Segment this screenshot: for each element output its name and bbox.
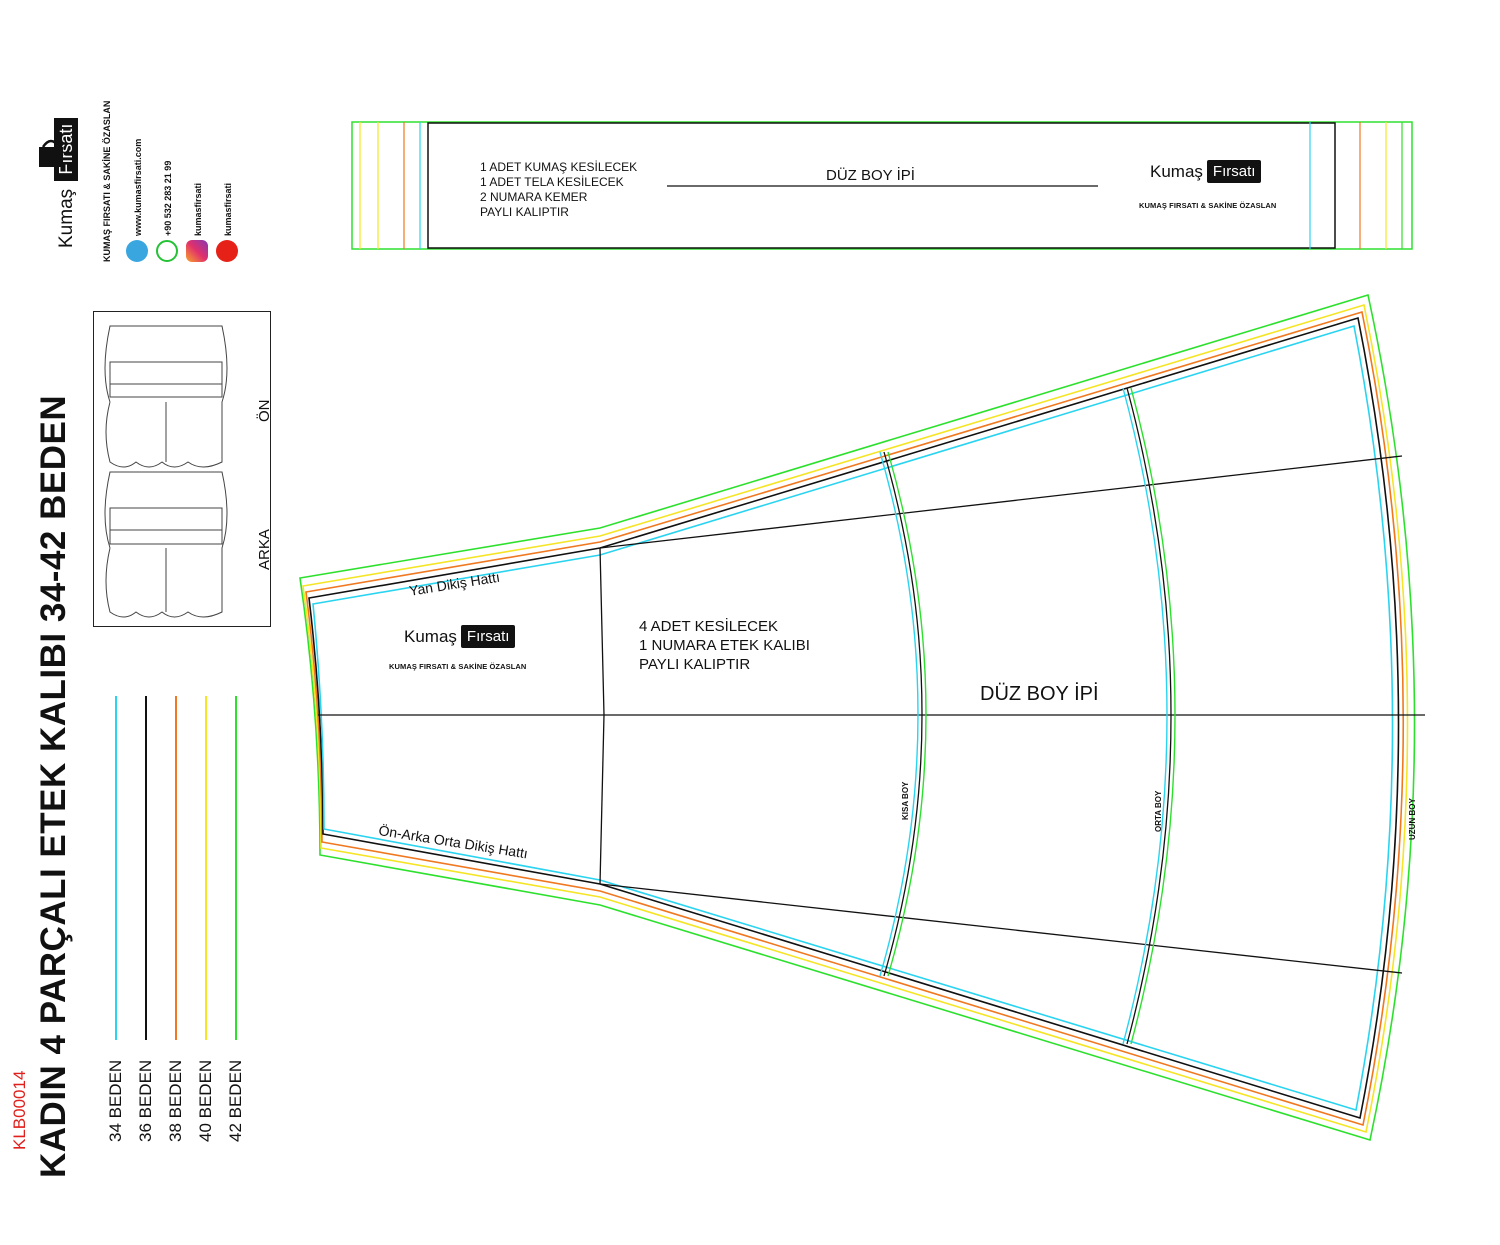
brand-box: Fırsatı — [460, 625, 516, 648]
belt-instruction-line: 1 ADET KUMAŞ KESİLECEK — [480, 160, 638, 174]
belt-instruction-line: 2 NUMARA KEMER — [480, 190, 588, 204]
whatsapp-icon — [156, 240, 178, 262]
youtube-icon — [216, 240, 238, 262]
basket-icon — [39, 139, 63, 167]
length-label-long: UZUN BOY — [1408, 798, 1417, 840]
belt-grain-label: DÜZ BOY İPİ — [826, 167, 915, 184]
brand-box: Fırsatı — [1206, 160, 1262, 183]
skirt-instruction-line: 4 ADET KESİLECEK — [639, 618, 778, 635]
brand-word: Kumaş — [404, 626, 457, 646]
skirt-brand-subtitle: KUMAŞ FIRSATI & SAKİNE ÖZASLAN — [389, 662, 527, 671]
skirt-grain-label: DÜZ BOY İPİ — [980, 683, 1099, 705]
legend-lines — [115, 696, 237, 1040]
belt-brand-logo: Kumaş Fırsatı — [1150, 160, 1262, 183]
length-label-short: KISA BOY — [901, 781, 910, 820]
skirt-instructions: 4 ADET KESİLECEK 1 NUMARA ETEK KALIBI PA… — [639, 617, 810, 674]
belt-brand-subtitle: KUMAŞ FIRSATI & SAKİNE ÖZASLAN — [1139, 201, 1277, 210]
skirt-brand-logo: Kumaş Fırsatı — [404, 625, 516, 648]
belt-instruction-line: 1 ADET TELA KESİLECEK — [480, 175, 624, 189]
skirt-preview-box: ÖN ARKA — [93, 311, 273, 627]
skirt-instruction-line: 1 NUMARA ETEK KALIBI — [639, 637, 810, 654]
globe-icon — [126, 240, 148, 262]
belt-instruction-line: PAYLI KALIPTIR — [480, 205, 569, 219]
length-label-medium: ORTA BOY — [1154, 790, 1163, 832]
instagram-icon — [186, 240, 208, 262]
belt-instructions: 1 ADET KUMAŞ KESİLECEK 1 ADET TELA KESİL… — [480, 160, 637, 220]
skirt-instruction-line: PAYLI KALIPTIR — [639, 656, 751, 673]
skirt-front-illustration — [104, 325, 228, 618]
brand-word: Kumaş — [1150, 161, 1203, 181]
